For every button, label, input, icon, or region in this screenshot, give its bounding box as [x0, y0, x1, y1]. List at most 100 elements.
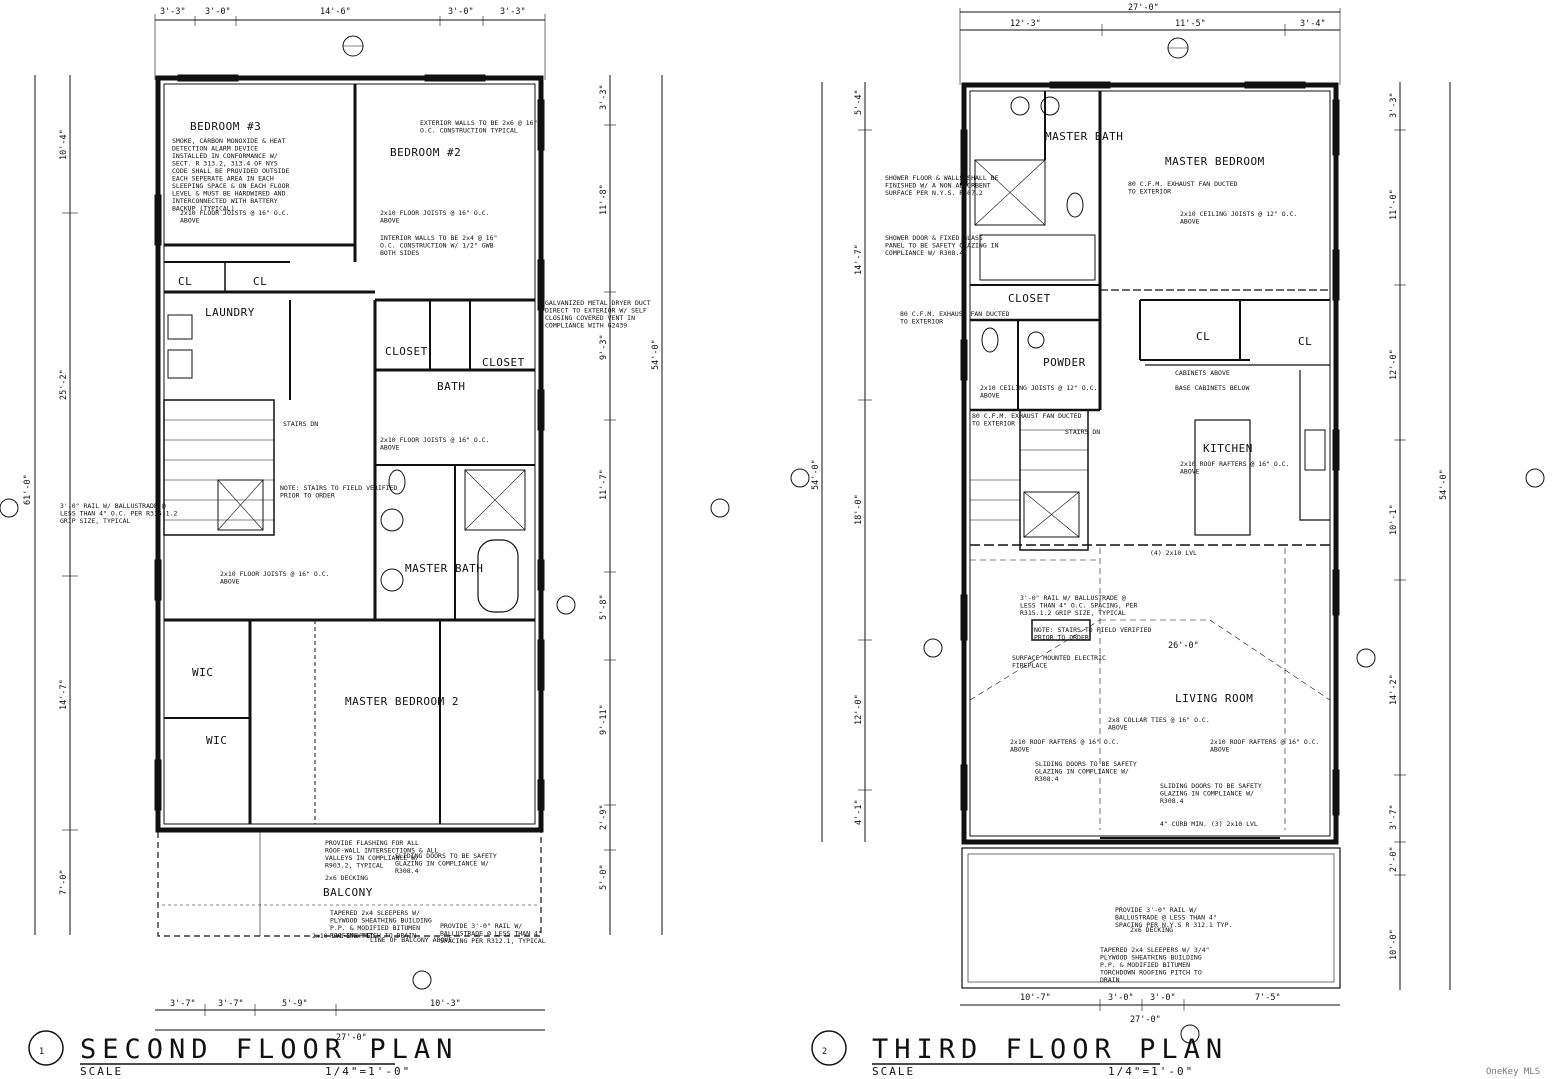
sf-bottom-dim-1: 3'-7": [170, 999, 196, 1009]
sf-note-balcony-rail: PROVIDE 3'-0" RAIL W/BALLUSTRADE @ LESS …: [440, 922, 546, 945]
tf-note-rafters-3: 2x10 ROOF RAFTERS @ 16" O.C.ABOVE: [1210, 738, 1320, 754]
third-floor-plan: [790, 8, 1545, 1066]
tf-note-cabinets: CABINETS ABOVE: [1175, 369, 1230, 377]
tf-left-dim-1: 5'-4": [854, 89, 864, 115]
tf-room-living-room: LIVING ROOM: [1175, 692, 1253, 705]
tf-left-dim-5: 4'-1": [854, 799, 864, 825]
tf-room-closet: CLOSET: [1008, 292, 1051, 305]
sf-left-dim-4: 7'-0": [59, 869, 69, 895]
sf-room-bedroom3: BEDROOM #3: [190, 120, 261, 133]
third-floor-labels: 12'-3" 11'-5" 3'-4" 27'-0" 10'-7" 3'-0" …: [811, 3, 1540, 1078]
sf-left-dim-3: 14'-7": [59, 679, 69, 710]
tf-bottom-dim-3: 3'-0": [1150, 993, 1176, 1003]
tf-left-dim-3: 18'-0": [854, 494, 864, 525]
tf-top-dim-3: 3'-4": [1300, 19, 1326, 29]
sf-bottom-dim-2: 3'-7": [218, 999, 244, 1009]
sf-room-cl-a: CL: [178, 275, 192, 288]
sf-room-balcony: BALCONY: [323, 886, 373, 899]
tf-stairs-label: STAIRS DN: [1065, 428, 1100, 436]
watermark: OneKey MLS: [1486, 1067, 1540, 1077]
tf-right-dim-7: 2'-0": [1389, 846, 1399, 872]
sf-top-dim-2: 3'-0": [205, 7, 231, 17]
tf-note-decking: 2x6 DECKING: [1130, 926, 1173, 934]
sf-right-dim-3: 9'-3": [599, 334, 609, 360]
sf-scale-label: SCALE: [80, 1065, 123, 1078]
sf-room-bath: BATH: [437, 380, 466, 393]
sf-left-dim-2: 25'-2": [59, 369, 69, 400]
tf-room-master-bedroom: MASTER BEDROOM: [1165, 155, 1265, 168]
sf-note-joists-1: 2x10 FLOOR JOISTS @ 16" O.C.ABOVE: [380, 209, 490, 225]
tf-scale-label: SCALE: [872, 1065, 915, 1078]
tf-note-ceiling-2: 2x10 CEILING JOISTS @ 12" O.C.ABOVE: [980, 384, 1097, 400]
sf-right-dim-4: 11'-7": [599, 469, 609, 500]
sf-top-dim-1: 3'-3": [160, 7, 186, 17]
tf-room-powder: POWDER: [1043, 356, 1086, 369]
tf-bottom-dim-4: 7'-5": [1255, 993, 1281, 1003]
sf-room-master-bath: MASTER BATH: [405, 562, 483, 575]
sf-room-wic-b: WIC: [206, 734, 227, 747]
tf-plan-title: THIRD FLOOR PLAN: [872, 1034, 1228, 1065]
sf-note-dropped: 2x10 LVL DROPPED: [312, 932, 375, 940]
tf-note-rail: 3'-0" RAIL W/ BALLUSTRADE @LESS THAN 4" …: [1020, 594, 1137, 617]
tf-scale-value: 1/4"=1'-0": [1108, 1065, 1194, 1078]
tf-left-dim-2: 14'-7": [854, 244, 864, 275]
tf-overall-width: 27'-0": [1128, 3, 1159, 13]
sf-room-closet-a: CLOSET: [385, 345, 428, 358]
sf-note-rail: 3'-0" RAIL W/ BALLUSTRADE @LESS THAN 4" …: [60, 502, 177, 525]
sf-room-cl-b: CL: [253, 275, 267, 288]
tf-note-rafters-2: 2x10 ROOF RAFTERS @ 16" O.C.ABOVE: [1010, 738, 1120, 754]
tf-right-dim-5: 14'-2": [1389, 674, 1399, 705]
sf-plan-number: 1: [39, 1047, 44, 1057]
tf-right-dim-8: 10'-0": [1389, 929, 1399, 960]
tf-note-curb: 4" CURB MIN. (3) 2x10 LVL: [1160, 820, 1258, 828]
tf-room-cl-a: CL: [1196, 330, 1210, 343]
tf-note-ceiling-1: 2x10 CEILING JOISTS @ 12" O.C.ABOVE: [1180, 210, 1297, 226]
tf-note-roof-rail: PROVIDE 3'-0" RAIL W/BALLUSTRADE @ LESS …: [1115, 906, 1232, 929]
sf-note-interior: INTERIOR WALLS TO BE 2x4 @ 16"O.C. CONST…: [380, 234, 497, 257]
sf-bottom-dim-3: 5'-9": [282, 999, 308, 1009]
tf-room-kitchen: KITCHEN: [1203, 442, 1253, 455]
sf-right-dim-1: 3'-3": [599, 84, 609, 110]
sf-room-closet-b: CLOSET: [482, 356, 525, 369]
sf-note-sleepers: TAPERED 2x4 SLEEPERS W/PLYWOOD SHEATHING…: [330, 909, 432, 940]
sf-top-dim-3: 14'-6": [320, 7, 351, 17]
sf-top-dim-4: 3'-0": [448, 7, 474, 17]
tf-right-dim-3: 12'-0": [1389, 349, 1399, 380]
sf-right-dim-2: 11'-8": [599, 184, 609, 215]
tf-bottom-dim-2: 3'-0": [1108, 993, 1134, 1003]
tf-left-dim-4: 12'-0": [854, 694, 864, 725]
tf-right-dim-6: 3'-7": [1389, 804, 1399, 830]
tf-note-rafters-1: 2x10 ROOF RAFTERS @ 16" O.C.ABOVE: [1180, 460, 1290, 476]
tf-note-collar: 2x8 COLLAR TIES @ 16" O.C.ABOVE: [1108, 716, 1210, 732]
sf-right-dim-8: 5'-0": [599, 864, 609, 890]
sf-overall-width: 27'-0": [336, 1033, 367, 1043]
tf-top-dim-1: 12'-3": [1010, 19, 1041, 29]
tf-top-dim-2: 11'-5": [1175, 19, 1206, 29]
tf-right-dim-4: 10'-1": [1389, 504, 1399, 535]
sf-note-balcony-line: LINE OF BALCONY ABOVE: [370, 936, 452, 944]
sf-overall-depth: 61'-0": [23, 474, 33, 505]
sf-stairs-label: STAIRS DN: [283, 420, 318, 428]
tf-note-lvl-beam: (4) 2x10 LVL: [1150, 549, 1197, 557]
sf-note-joists-2: 2x10 FLOOR JOISTS @ 16" O.C.ABOVE: [180, 209, 290, 225]
second-floor-labels: 3'-3" 3'-0" 14'-6" 3'-0" 3'-3" 3'-7" 3'-…: [23, 7, 661, 1078]
tf-bottom-dim-1: 10'-7": [1020, 993, 1051, 1003]
tf-plan-number: 2: [822, 1047, 827, 1057]
tf-overall-depth-right: 54'-0": [1439, 469, 1449, 500]
sf-note-exterior: EXTERIOR WALLS TO BE 2x6 @ 16"O.C. CONST…: [420, 119, 537, 135]
sf-room-bedroom2: BEDROOM #2: [390, 146, 461, 159]
tf-note-base-cabinets: BASE CABINETS BELOW: [1175, 384, 1249, 392]
sf-room-master-bedroom: MASTER BEDROOM 2: [345, 695, 459, 708]
tf-overall-depth: 54'-0": [811, 459, 821, 490]
sf-room-laundry: LAUNDRY: [205, 306, 255, 319]
tf-note-span: 26'-0": [1168, 641, 1199, 651]
